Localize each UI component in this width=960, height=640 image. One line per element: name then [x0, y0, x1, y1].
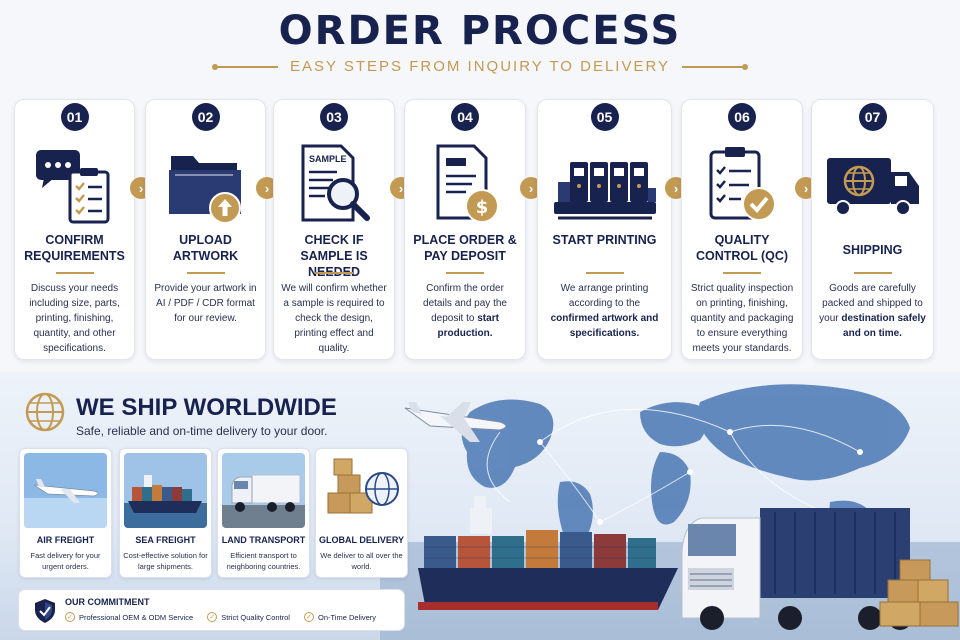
step-number-badge: 07 — [858, 103, 887, 131]
step-title: CONFIRM REQUIREMENTS — [24, 233, 125, 263]
step-divider — [446, 272, 484, 274]
delivery-truck-icon — [826, 158, 919, 216]
service-card-land-transport: LAND TRANSPORT Efficient transport to ne… — [217, 448, 310, 578]
service-title: AIR FREIGHT — [36, 535, 95, 545]
subtitle-row: EASY STEPS FROM INQUIRY TO DELIVERY — [0, 58, 960, 75]
step-number-badge: 05 — [590, 103, 619, 131]
shield-check-icon — [35, 599, 55, 623]
step-title: UPLOAD ARTWORK — [172, 233, 239, 263]
step-card-04: 04 $ PLACE ORDER & PAY DEPOSIT Confirm t… — [404, 99, 526, 360]
subtitle-divider-left — [211, 63, 278, 70]
step-number-badge: 04 — [451, 103, 479, 131]
airplane-photo-icon — [24, 453, 107, 528]
step-description-text: We arrange printing according to the — [560, 283, 649, 309]
commitment-list: ✓ Professional OEM & ODM Service ✓ Stric… — [65, 612, 376, 622]
step-title: START PRINTING — [552, 233, 657, 247]
commitment-item-label: On-Time Delivery — [317, 612, 377, 622]
step-divider — [315, 272, 353, 274]
service-card-sea-freight: SEA FREIGHT Cost-effective solution for … — [119, 448, 212, 578]
clipboard-check-icon — [709, 147, 776, 221]
step-card-02: 02 UPLOAD ARTWORK Provide your artwork i… — [145, 99, 266, 360]
container-truck-illustration — [681, 508, 912, 630]
cargo-ship-illustration — [418, 496, 678, 610]
step-divider — [585, 272, 624, 274]
ship-photo-icon — [124, 453, 207, 528]
service-card-global-delivery: GLOBAL DELIVERY We deliver to all over t… — [315, 448, 408, 578]
step-title: CHECK IF SAMPLE IS NEEDED — [300, 233, 368, 279]
commitment-box: OUR COMMITMENT ✓ Professional OEM & ODM … — [18, 589, 405, 631]
commitment-item-label: Professional OEM & ODM Service — [79, 612, 194, 622]
step-divider — [186, 272, 225, 274]
chevron-right-icon: › — [256, 177, 278, 199]
service-card-air-freight: AIR FREIGHT Fast delivery for your urgen… — [19, 448, 112, 578]
commitment-item-label: Strict Quality Control — [221, 612, 290, 622]
check-circle-icon: ✓ — [207, 612, 218, 622]
invoice-dollar-icon: $ — [436, 144, 499, 223]
boxes-globe-photo-icon — [320, 453, 403, 528]
check-circle-icon: ✓ — [65, 612, 75, 622]
commitment-title: OUR COMMITMENT — [65, 597, 150, 607]
step-number-badge: 01 — [60, 103, 89, 131]
step-description: We will confirm whether a sample is requ… — [281, 283, 387, 354]
worldwide-subtitle: Safe, reliable and on-time delivery to y… — [76, 424, 328, 438]
step-divider — [723, 272, 761, 274]
step-card-03: 03 SAMPLE CHECK IF SAMPLE IS NEEDED We w… — [273, 99, 395, 360]
page-title: ORDER PROCESS — [278, 8, 682, 54]
service-description: We deliver to all over the world. — [320, 551, 403, 571]
service-description: Fast delivery for your urgent orders. — [30, 551, 101, 571]
step-title: PLACE ORDER & PAY DEPOSIT — [413, 233, 517, 263]
logistics-scene-illustration — [380, 384, 960, 640]
step-description: Provide your artwork in AI / PDF / CDR f… — [154, 283, 257, 324]
sample-label: SAMPLE — [309, 154, 347, 164]
page-subtitle: EASY STEPS FROM INQUIRY TO DELIVERY — [289, 58, 671, 75]
step-description-text: Goods are carefully packed and shipped t… — [819, 283, 923, 324]
step-description-emphasis: confirmed artwork and specifications. — [550, 313, 659, 339]
step-number-badge: 03 — [320, 103, 348, 131]
step-description: Strict quality inspection on printing, f… — [690, 283, 794, 354]
step-card-07: 07 SHIPPING Goods are carefully packed a… — [811, 99, 934, 360]
printing-machine-icon — [553, 162, 656, 220]
svg-text:$: $ — [476, 197, 489, 218]
check-circle-icon: ✓ — [303, 612, 314, 622]
cargo-boxes-illustration — [879, 559, 959, 627]
step-number-badge: 02 — [191, 103, 220, 131]
chevron-right-icon: › — [520, 177, 542, 199]
chat-checklist-icon — [35, 150, 109, 224]
step-divider — [853, 272, 892, 274]
worldwide-title: WE SHIP WORLDWIDE — [76, 394, 337, 421]
service-title: SEA FREIGHT — [135, 535, 196, 545]
commitment-item: ✓ On-Time Delivery — [303, 612, 377, 622]
sample-magnifier-icon: SAMPLE — [301, 144, 370, 222]
step-title: SHIPPING — [842, 243, 903, 257]
step-description: Discuss your needs including size, parts… — [29, 283, 120, 354]
step-description-emphasis: destination safely and on time. — [841, 313, 926, 339]
step-description-text: Confirm the order details and pay the de… — [423, 283, 507, 324]
service-description: Efficient transport to neighboring count… — [226, 551, 301, 571]
step-number-badge: 06 — [728, 103, 756, 131]
service-title: LAND TRANSPORT — [221, 535, 306, 545]
step-card-01: 01 CONFIRM REQUIREMENTS Discuss your nee… — [14, 99, 135, 360]
step-card-05: 05 START PRINTING We arrange printing ac… — [537, 99, 672, 360]
step-description: We arrange printing according to the con… — [544, 281, 665, 341]
worldwide-banner: WE SHIP WORLDWIDE Safe, reliable and on-… — [0, 372, 960, 640]
service-description: Cost-effective solution for large shipme… — [123, 551, 208, 571]
commitment-item: ✓ Strict Quality Control — [207, 612, 290, 622]
globe-icon — [25, 392, 65, 432]
truck-photo-icon — [222, 453, 305, 528]
step-description: Confirm the order details and pay the de… — [411, 281, 519, 341]
step-card-06: 06 QUALITY CONTROL (QC) Strict quality i… — [681, 99, 803, 360]
step-description: Goods are carefully packed and shipped t… — [818, 281, 927, 341]
airplane-illustration — [404, 402, 507, 442]
subtitle-divider-right — [682, 63, 749, 70]
step-title: QUALITY CONTROL (QC) — [695, 233, 789, 263]
folder-upload-icon — [168, 156, 241, 224]
step-divider — [55, 272, 94, 274]
commitment-item: ✓ Professional OEM & ODM Service — [65, 612, 193, 622]
step-description-emphasis: start production. — [437, 313, 499, 339]
service-title: GLOBAL DELIVERY — [318, 535, 404, 545]
